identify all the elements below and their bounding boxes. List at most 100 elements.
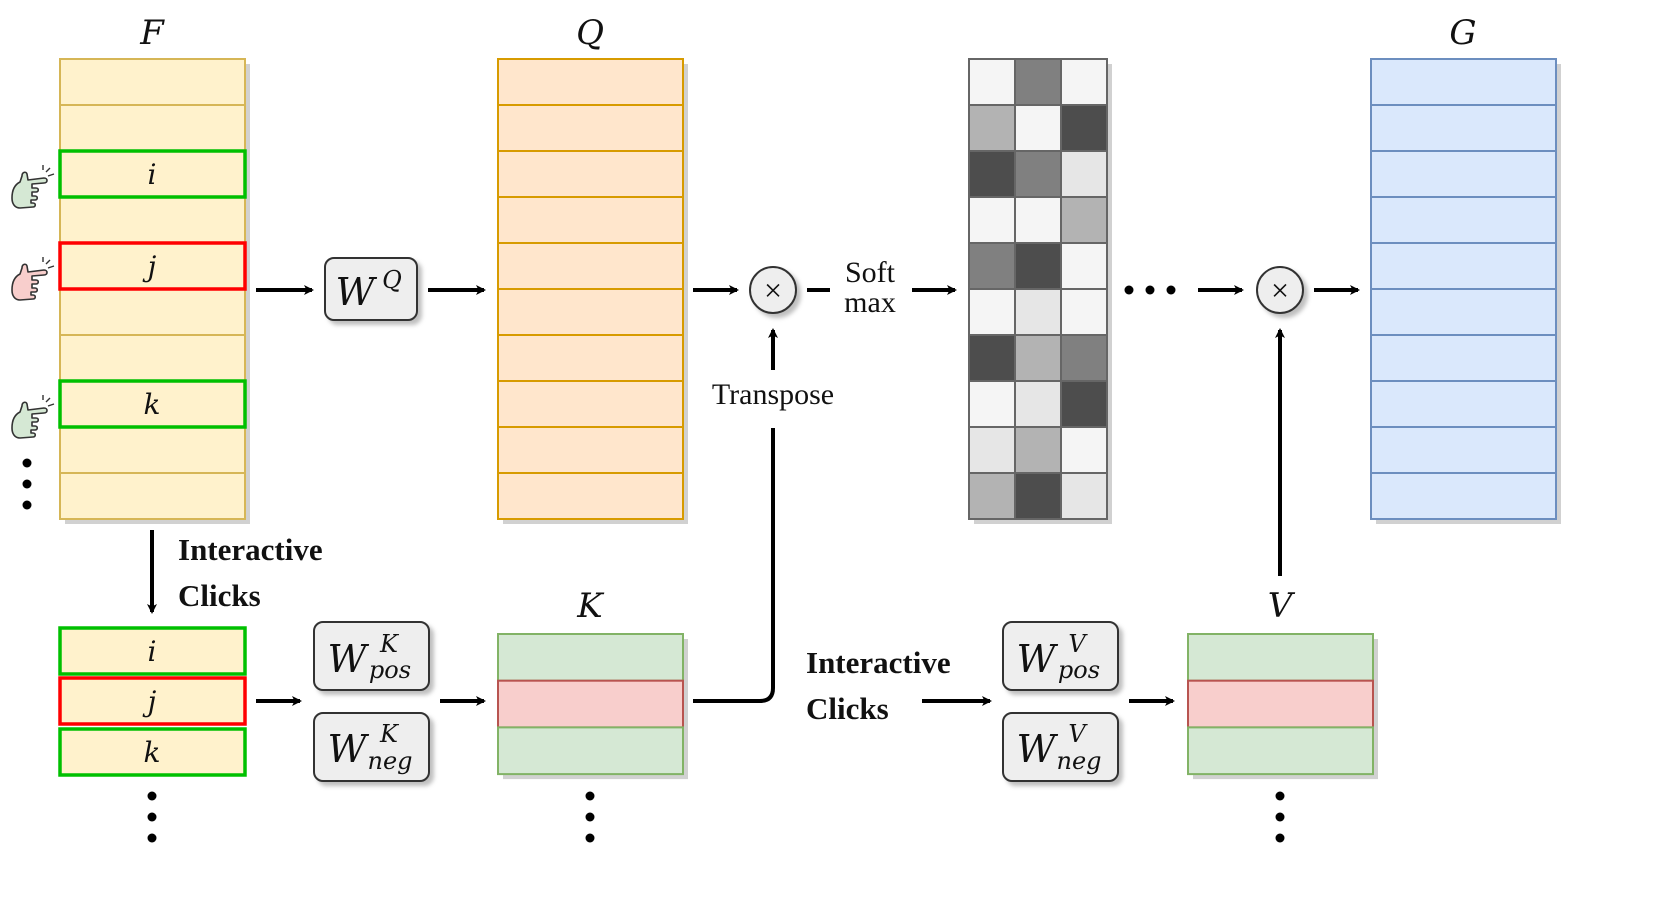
matrix-k-row (497, 633, 684, 682)
f-click-row-i-label: i (148, 158, 157, 191)
attention-cell (1014, 150, 1062, 198)
matrix-f-row (59, 426, 246, 474)
attention-cell (1060, 472, 1108, 520)
softmax-label-line2: max (844, 286, 896, 319)
click-hand-positive-icon (11, 394, 55, 439)
matrix-f: F (59, 13, 250, 524)
interactive-clicks-label-1-line2: Clicks (178, 578, 261, 613)
matrix-g-row (1370, 334, 1557, 382)
matrix-q-row (497, 380, 684, 428)
extracted-rows-vertical-ellipsis (147, 791, 157, 843)
attention-cell (1014, 334, 1062, 382)
multiply-operator-2: × (1256, 266, 1304, 314)
f-click-row-k: k (58, 379, 247, 429)
matrix-q-row (497, 288, 684, 336)
attention-cell (968, 472, 1016, 520)
attention-cell (1014, 196, 1062, 244)
matrix-q-row (497, 58, 684, 106)
attention-cell (968, 288, 1016, 336)
multiply-symbol-2: × (1271, 272, 1289, 308)
click-hand-positive-icon (11, 164, 55, 209)
f-vertical-ellipsis (22, 458, 32, 510)
weight-wk-neg-sup: K (379, 720, 400, 748)
extracted-row-k-label: k (144, 736, 161, 769)
matrix-k-rows (497, 633, 688, 780)
weight-wv-neg: W V neg (1002, 712, 1119, 782)
matrix-g-row (1370, 426, 1557, 474)
attention-cell (968, 380, 1016, 428)
attention-cell (1060, 242, 1108, 290)
attention-cell (1014, 380, 1062, 428)
matrix-q-rows (497, 58, 688, 524)
attention-cell (968, 242, 1016, 290)
matrix-f-row (59, 334, 246, 382)
attention-cell (968, 58, 1016, 106)
matrix-g-row (1370, 150, 1557, 198)
attention-cell (1060, 196, 1108, 244)
attention-cell (968, 426, 1016, 474)
v-vertical-ellipsis (1275, 791, 1285, 843)
weight-wk-pos-sub: pos (369, 656, 411, 684)
weight-wq: W Q (324, 257, 418, 321)
matrix-v-row (1187, 679, 1374, 729)
weight-wv-pos-sup: V (1068, 630, 1088, 658)
matrix-k-label: K (576, 586, 605, 626)
weight-wv-neg-sup: V (1068, 720, 1088, 748)
matrix-g-row (1370, 242, 1557, 290)
interactive-clicks-label-2-line2: Clicks (806, 691, 889, 726)
attention-horizontal-ellipsis (1124, 285, 1176, 295)
weight-wv-pos-base: W (1016, 637, 1058, 681)
matrix-k-row (497, 679, 684, 729)
attention-cell (968, 196, 1016, 244)
matrix-g-row (1370, 380, 1557, 428)
attention-cell (1014, 472, 1062, 520)
matrix-q-row (497, 242, 684, 290)
matrix-f-row (59, 150, 246, 198)
attention-cell (1060, 150, 1108, 198)
attention-cell (968, 104, 1016, 152)
weight-wk-neg: W K neg (313, 712, 430, 782)
transpose-label: Transpose (712, 378, 834, 411)
weight-wq-sup: Q (382, 266, 402, 294)
matrix-q-row (497, 150, 684, 198)
multiply-symbol-1: × (764, 272, 782, 308)
matrix-q-row (497, 426, 684, 474)
attention-cell (1014, 426, 1062, 474)
matrix-g: G (1370, 13, 1561, 524)
attention-cell (1014, 104, 1062, 152)
matrix-f-row (59, 288, 246, 336)
matrix-g-row (1370, 104, 1557, 152)
f-click-row-k-label: k (144, 388, 161, 421)
attention-cell (1060, 380, 1108, 428)
multiply-operator-1: × (749, 266, 797, 314)
attention-cell (968, 334, 1016, 382)
weight-wv-pos: W V pos (1002, 621, 1119, 691)
weight-wk-pos-sup: K (379, 630, 400, 658)
matrix-v-label: V (1268, 586, 1296, 626)
weight-wk-pos: W K pos (313, 621, 430, 691)
matrix-v-rows (1187, 633, 1378, 780)
f-click-row-i: i (58, 149, 247, 199)
attention-cell (1014, 58, 1062, 106)
k-vertical-ellipsis (585, 791, 595, 843)
attention-cell (1060, 58, 1108, 106)
matrix-f-label: F (139, 13, 165, 53)
matrix-f-row (59, 472, 246, 520)
weight-wv-neg-sub: neg (1056, 747, 1101, 775)
attention-cell (1060, 426, 1108, 474)
connector-k-to-transpose (693, 428, 775, 703)
matrix-f-row (59, 196, 246, 244)
interactive-clicks-label-1-line1: Interactive (178, 532, 323, 567)
matrix-q-row (497, 196, 684, 244)
weight-wq-base: W (335, 270, 377, 314)
matrix-q-row (497, 104, 684, 152)
weight-wk-neg-base: W (327, 727, 369, 771)
attention-cell (1060, 288, 1108, 336)
matrix-g-row (1370, 472, 1557, 520)
matrix-k-row (497, 726, 684, 776)
matrix-g-row (1370, 288, 1557, 336)
matrix-q-row (497, 472, 684, 520)
matrix-g-row (1370, 58, 1557, 106)
matrix-k: K (497, 586, 688, 780)
